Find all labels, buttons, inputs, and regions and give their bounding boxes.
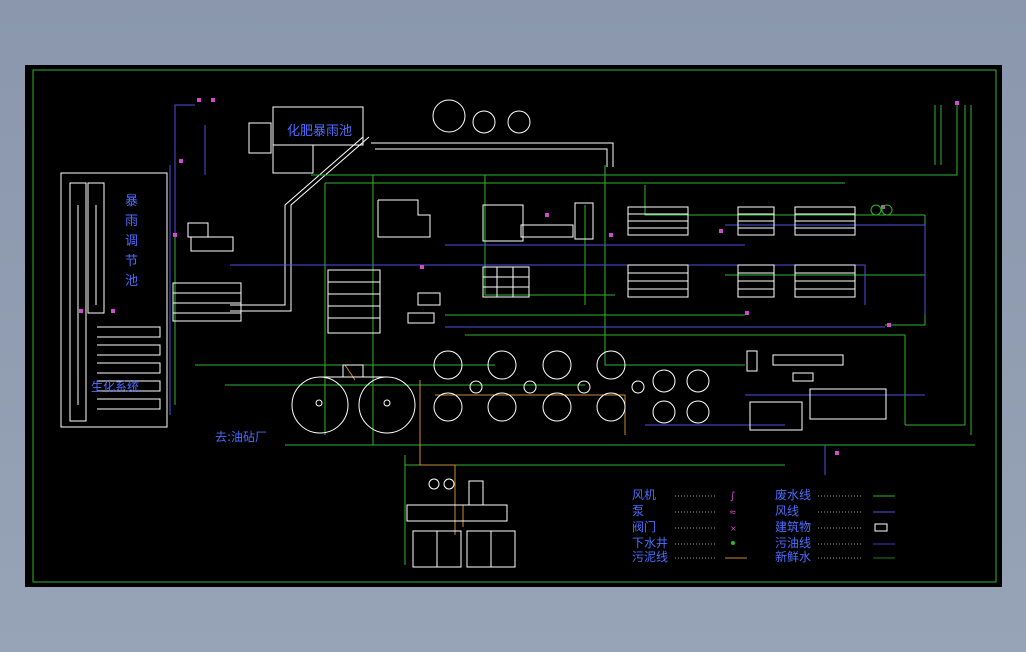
legend-item-fresh-water: 新鲜水 (775, 549, 895, 564)
legend-valve-label: 阀门 (632, 519, 656, 534)
manhole-icon (731, 541, 735, 545)
biological-pool-label: 生化系统 (91, 380, 139, 394)
legend-item-manhole: 下水井 (632, 536, 735, 550)
storm-tank-char-1: 暴 (125, 194, 138, 209)
legend-pump-label: 泵 (632, 504, 644, 518)
water-line-network (195, 105, 975, 565)
right-stack (870, 105, 942, 216)
to-refinery-label: 去:油砧厂 (215, 430, 267, 444)
storm-regulating-tank: 暴 雨 调 节 池 生化系统 (60, 165, 176, 428)
building-icon (874, 523, 888, 532)
storm-tank-char-2: 雨 (125, 214, 138, 229)
legend-item-air: 风线 (775, 504, 895, 518)
valve-icon: × (730, 524, 737, 533)
storm-tank-char-4: 节 (125, 254, 138, 269)
legend-air-label: 风线 (775, 504, 799, 518)
legend-item-building: 建筑物 (775, 519, 888, 534)
process-flow-diagram: 暴 雨 调 节 池 生化系统 化肥暴雨池 (32, 69, 997, 583)
fertilizer-tank-label: 化肥暴雨池 (287, 124, 352, 139)
round-tanks (291, 350, 710, 490)
legend-item-wastewater: 废水线 (775, 487, 895, 502)
sludge-line-network (344, 364, 626, 535)
legend-item-oil: 污油线 (775, 536, 895, 550)
legend-item-pump: 泵 ≈ (632, 504, 737, 518)
storm-tank-char-5: 池 (125, 274, 138, 289)
fertilizer-storm-tank: 化肥暴雨池 (248, 106, 364, 174)
legend-item-fan: 风机 ∫ (632, 488, 735, 502)
legend-fresh-label: 新鲜水 (775, 549, 811, 564)
legend-item-valve: 阀门 × (632, 519, 737, 534)
main-gravity-pipe (230, 136, 614, 312)
top-tanks (432, 99, 531, 134)
legend-item-sludge: 污泥线 (632, 550, 747, 564)
legend: 风机 ∫ 泵 ≈ 阀门 × 下水井 (632, 487, 895, 564)
legend-building-label: 建筑物 (775, 519, 811, 534)
pump-icon: ≈ (729, 508, 737, 518)
legend-manhole-label: 下水井 (632, 536, 668, 550)
drawing-frame (32, 69, 997, 583)
legend-sludge-label: 污泥线 (632, 550, 668, 564)
legend-oil-label: 污油线 (775, 536, 811, 550)
air-line-network (174, 104, 926, 475)
legend-wastewater-label: 废水线 (775, 487, 811, 502)
drawing-canvas: 暴 雨 调 节 池 生化系统 化肥暴雨池 (25, 65, 1002, 587)
storm-tank-char-3: 调 (125, 234, 138, 249)
fan-icon: ∫ (730, 491, 735, 502)
buildings (172, 199, 887, 568)
legend-fan-label: 风机 (632, 488, 656, 502)
